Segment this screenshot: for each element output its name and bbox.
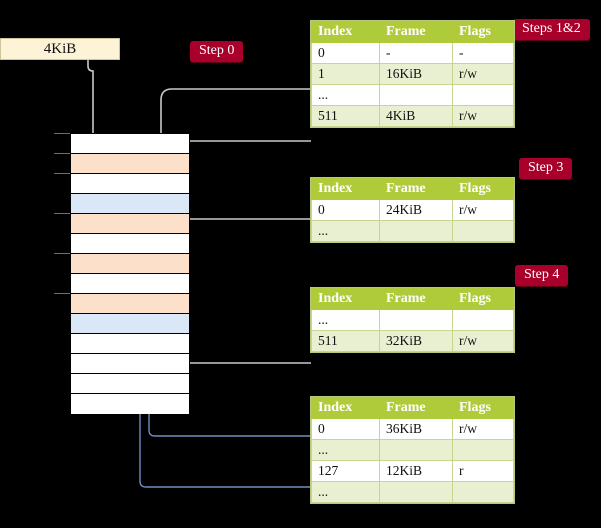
memory-tick	[54, 133, 70, 134]
memory-tick	[54, 253, 70, 254]
memory-frame-row	[71, 354, 189, 374]
table-header-frame: Frame	[379, 178, 453, 200]
memory-frame-row	[71, 154, 189, 174]
table-row: ...	[311, 84, 514, 106]
table-row: ...	[311, 439, 514, 461]
badge-steps-1-2: Steps 1&2	[513, 19, 590, 40]
source-frame-label: 4KiB	[43, 40, 77, 57]
memory-frame-row	[71, 234, 189, 254]
table-cell-frame: 4KiB	[379, 105, 453, 127]
table-cell-frame	[379, 84, 453, 106]
memory-frame-row	[71, 274, 189, 294]
memory-frame-row	[71, 254, 189, 274]
source-frame-box: 4KiB	[0, 38, 120, 60]
arrow-step4	[167, 311, 311, 364]
table-cell-frame: 16KiB	[379, 63, 453, 85]
memory-frame-row	[71, 194, 189, 214]
table-cell-flags	[452, 84, 514, 106]
table-header-frame: Frame	[379, 21, 453, 43]
table-cell-frame: 12KiB	[379, 460, 453, 482]
table-cell-flags	[452, 481, 514, 503]
table-cell-frame	[379, 481, 453, 503]
memory-tick	[54, 213, 70, 214]
badge-step-3: Step 3	[519, 158, 573, 179]
memory-frame-row	[71, 334, 189, 354]
table-cell-index: 0	[311, 199, 380, 221]
table-row: ...	[311, 309, 514, 331]
table-header-flags: Flags	[452, 397, 514, 419]
memory-frame-row	[71, 174, 189, 194]
table-header-flags: Flags	[452, 21, 514, 43]
table-row: ...	[311, 220, 514, 242]
table-cell-index: 0	[311, 418, 380, 440]
memory-frame-row	[71, 214, 189, 234]
table-cell-index: 511	[311, 105, 380, 127]
memory-tick	[54, 153, 70, 154]
table-cell-frame: 36KiB	[379, 418, 453, 440]
badge-step-4: Step 4	[515, 265, 569, 286]
table-cell-frame	[379, 220, 453, 242]
table-cell-flags: r/w	[452, 199, 514, 221]
table-cell-index: 1	[311, 63, 380, 85]
table-header-index: Index	[311, 21, 380, 43]
memory-tick	[54, 173, 70, 174]
table-cell-index: ...	[311, 481, 380, 503]
memory-frame-row	[71, 314, 189, 334]
table-cell-flags	[452, 309, 514, 331]
table-cell-frame: -	[379, 42, 453, 64]
table-header-frame: Frame	[379, 397, 453, 419]
table-header-flags: Flags	[452, 178, 514, 200]
table-header-index: Index	[311, 178, 380, 200]
table-row: 0--	[311, 42, 514, 64]
table-cell-index: ...	[311, 309, 380, 331]
memory-frame-row	[71, 374, 189, 394]
table-cell-index: 127	[311, 460, 380, 482]
table-header-index: Index	[311, 288, 380, 310]
table-cell-flags	[452, 439, 514, 461]
table-cell-flags: r/w	[452, 418, 514, 440]
table-header-index: Index	[311, 397, 380, 419]
table-cell-index: ...	[311, 439, 380, 461]
table-cell-frame	[379, 439, 453, 461]
table-cell-flags	[452, 220, 514, 242]
memory-frame-row	[71, 394, 189, 414]
memory-frame-row	[71, 134, 189, 154]
table-row: ...	[311, 481, 514, 503]
table-cell-flags: r/w	[452, 105, 514, 127]
table-cell-frame	[379, 309, 453, 331]
table-cell-flags: r	[452, 460, 514, 482]
table-cell-flags: r/w	[452, 63, 514, 85]
table-header-frame: Frame	[379, 288, 453, 310]
table-cell-frame: 32KiB	[379, 330, 453, 352]
table-cell-index: 0	[311, 42, 380, 64]
table-cell-index: ...	[311, 84, 380, 106]
table-cell-index: 511	[311, 330, 380, 352]
table-cell-flags: r/w	[452, 330, 514, 352]
table-cell-flags: -	[452, 42, 514, 64]
table-header-flags: Flags	[452, 288, 514, 310]
memory-frame-row	[71, 294, 189, 314]
table-cell-index: ...	[311, 220, 380, 242]
badge-step-0: Step 0	[190, 41, 244, 62]
memory-tick	[54, 293, 70, 294]
arrow-step3	[168, 218, 311, 262]
physical-memory-column	[70, 133, 190, 414]
table-cell-frame: 24KiB	[379, 199, 453, 221]
